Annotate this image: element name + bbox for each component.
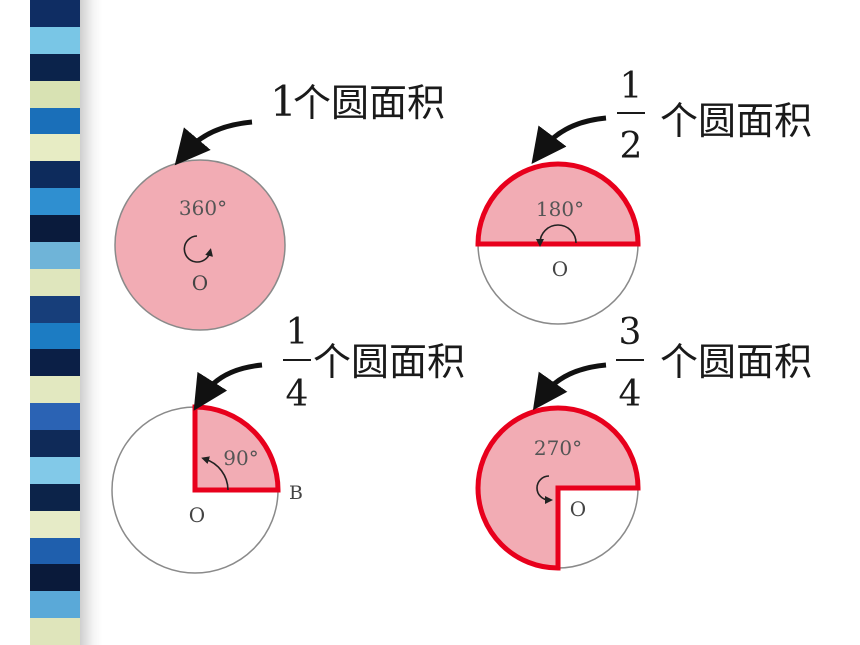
label-text-2: 个圆面积 xyxy=(660,99,812,143)
point-label-b: B xyxy=(289,482,303,504)
stripe-segment xyxy=(30,538,80,564)
stripe-segment xyxy=(30,618,80,645)
decorative-stripe xyxy=(30,0,80,645)
stripe-segment xyxy=(30,349,80,376)
panel-quarter-circle: 90° O B 1 4 个圆面积 xyxy=(111,312,465,574)
fraction-numerator-2: 1 xyxy=(620,66,643,107)
fraction-denominator-4: 4 xyxy=(619,374,642,415)
stripe-segment xyxy=(30,54,80,81)
stripe-segment xyxy=(30,108,80,134)
rotation-arrow-180 xyxy=(536,224,577,247)
stripe-segment xyxy=(30,188,80,215)
label-number-1: 1 xyxy=(270,77,297,126)
stripe-segment xyxy=(30,27,80,54)
angle-label-90: 90° xyxy=(223,446,258,470)
three-quarter-sector xyxy=(475,405,641,571)
stripe-segment xyxy=(30,457,80,484)
label-text-1: 个圆面积 xyxy=(293,81,445,125)
fraction-denominator-2: 2 xyxy=(620,126,643,167)
rotation-arrow-270 xyxy=(536,475,553,504)
angle-label-180: 180° xyxy=(536,197,584,221)
stripe-segment xyxy=(30,376,80,403)
center-label-o-2: O xyxy=(552,257,568,281)
rotation-arrow-360 xyxy=(183,235,213,263)
stripe-segment xyxy=(30,269,80,296)
center-label-o-1: O xyxy=(192,271,208,295)
panel-half-circle: 180° O 1 2 个圆面积 xyxy=(475,66,812,325)
label-text-4: 个圆面积 xyxy=(660,340,812,384)
stripe-segment xyxy=(30,0,80,27)
center-label-o-4: O xyxy=(570,497,586,521)
stripe-segment xyxy=(30,134,80,161)
stripe-segment xyxy=(30,296,80,323)
center-label-o-3: O xyxy=(189,503,205,527)
half-sector xyxy=(475,161,641,247)
panel-full-circle: 360° O 1 个圆面积 xyxy=(114,77,445,331)
stripe-segment xyxy=(30,323,80,349)
pointer-arrow-4 xyxy=(532,362,607,411)
pointer-arrow-2 xyxy=(531,115,607,164)
stripe-segment xyxy=(30,215,80,242)
stripe-segment xyxy=(30,403,80,430)
stripe-segment xyxy=(30,161,80,188)
pointer-arrow-1 xyxy=(174,119,253,166)
pointer-arrow-3 xyxy=(193,362,263,411)
full-circle xyxy=(114,159,286,331)
stripe-segment xyxy=(30,591,80,618)
stripe-segment xyxy=(30,81,80,108)
stripe-segment xyxy=(30,484,80,511)
panel-three-quarter-circle: 270° O 3 4 个圆面积 xyxy=(475,312,812,571)
stripe-segment xyxy=(30,430,80,457)
stripe-segment xyxy=(30,564,80,591)
angle-label-360: 360° xyxy=(179,196,227,220)
rotation-arrow-90 xyxy=(201,456,229,491)
stripe-segment xyxy=(30,242,80,269)
stripe-shadow xyxy=(80,0,102,645)
stripe-segment xyxy=(30,511,80,538)
fraction-numerator-3: 1 xyxy=(286,312,309,353)
angle-label-270: 270° xyxy=(534,436,582,460)
fraction-denominator-3: 4 xyxy=(286,374,309,415)
fraction-numerator-4: 3 xyxy=(619,312,642,353)
label-text-3: 个圆面积 xyxy=(313,340,465,384)
